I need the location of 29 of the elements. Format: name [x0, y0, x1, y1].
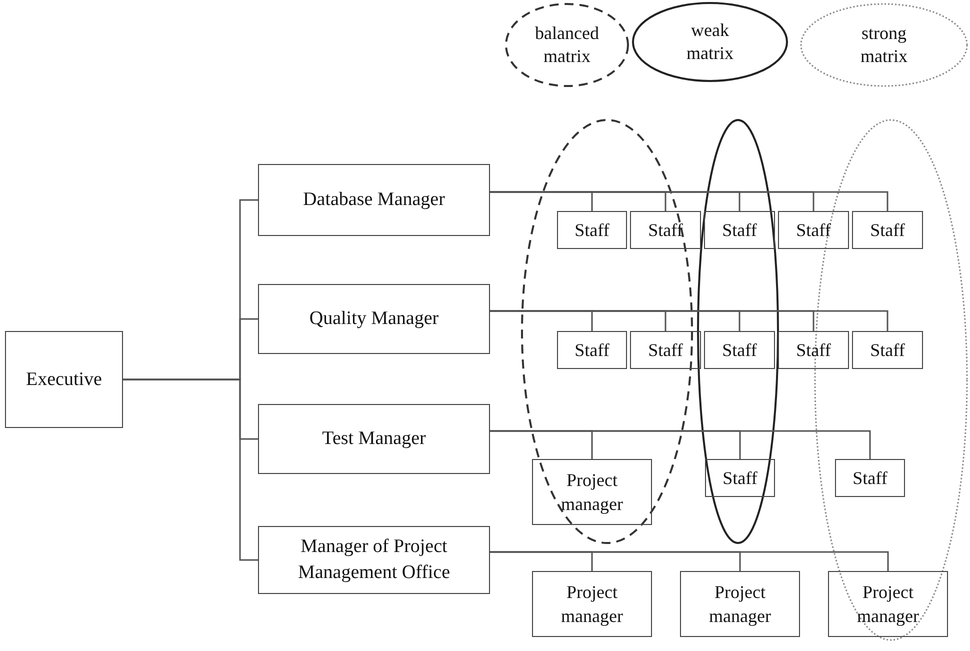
org-box: Project manager	[680, 571, 800, 637]
connector-line	[123, 378, 258, 561]
org-box: Staff	[835, 459, 905, 497]
org-box: Staff	[778, 331, 849, 369]
org-box: Staff	[852, 211, 923, 249]
connector-line	[490, 191, 888, 211]
matrix-label: strong matrix	[860, 22, 908, 68]
org-box: Staff	[852, 331, 923, 369]
org-box: Staff	[778, 211, 849, 249]
org-box: Database Manager	[258, 164, 490, 236]
org-box: Project manager	[532, 459, 652, 525]
org-box: Test Manager	[258, 404, 490, 474]
org-box: Project manager	[828, 571, 948, 637]
matrix-label: weak matrix	[686, 18, 734, 65]
org-box: Staff	[704, 331, 775, 369]
connector-line	[490, 551, 889, 571]
org-box: Manager of Project Management Office	[258, 526, 490, 594]
org-box: Project manager	[532, 571, 652, 637]
matrix-label: balanced matrix	[534, 22, 600, 68]
org-box: Staff	[704, 211, 775, 249]
org-box: Staff	[630, 331, 701, 369]
org-box: Staff	[557, 211, 627, 249]
connector-line	[490, 310, 888, 331]
org-box: Quality Manager	[258, 284, 490, 354]
org-box: Staff	[557, 331, 627, 369]
connector-line	[490, 430, 871, 459]
org-box: Staff	[705, 459, 775, 497]
org-box: Executive	[5, 331, 123, 428]
org-box: Staff	[630, 211, 701, 249]
